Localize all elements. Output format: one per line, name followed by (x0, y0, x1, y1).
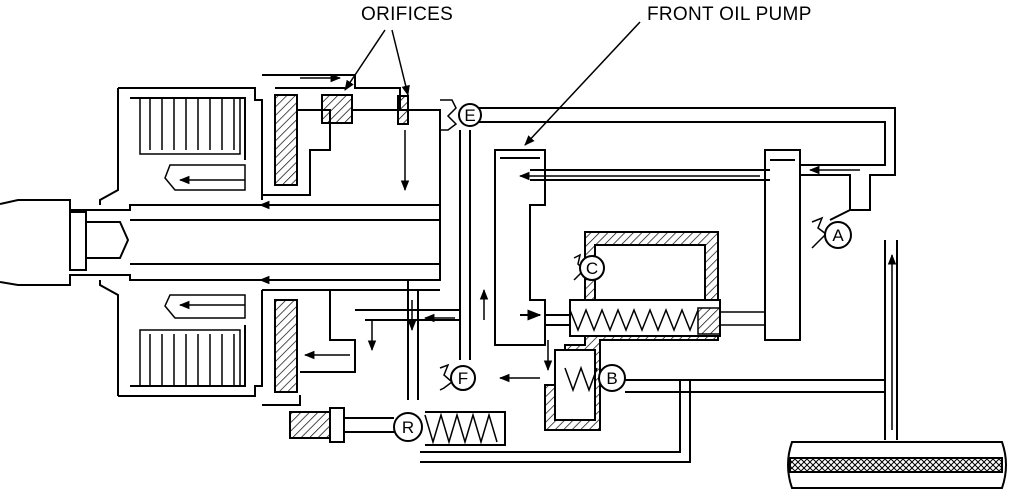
valve-label-r: R (402, 418, 414, 437)
orifices-label: ORIFICES (361, 4, 454, 25)
regulator-valve-housing (545, 232, 720, 430)
check-valve-b (565, 365, 625, 391)
valve-label-c: C (586, 259, 598, 278)
check-valve-e (440, 100, 481, 130)
clutch-plates-bottom (140, 295, 245, 386)
piston-upper (262, 75, 440, 205)
main-flow-arrows (367, 165, 897, 430)
check-valve-c (574, 255, 604, 280)
valve-label-e: E (464, 106, 475, 125)
main-fluid-passages (355, 108, 897, 462)
oil-sump-strainer (788, 442, 1006, 488)
input-shaft (0, 200, 440, 285)
front-oil-pump (495, 150, 770, 345)
front-oil-pump-pointer (524, 22, 640, 146)
relief-valve-r (344, 412, 505, 445)
pressure-regulator-body (765, 150, 880, 340)
check-valve-f (440, 365, 475, 390)
check-valve-a (812, 218, 851, 248)
orifices-pointers (345, 30, 410, 97)
piston-lower (262, 290, 440, 442)
regulator-spring (570, 308, 765, 334)
clutch-housing (100, 88, 262, 396)
valve-label-b: B (606, 369, 617, 388)
front-oil-pump-label: FRONT OIL PUMP (647, 4, 812, 25)
valve-label-f: F (458, 369, 468, 388)
valve-label-a: A (832, 226, 844, 245)
clutch-plates-top (140, 98, 245, 190)
shaft-flow-arrows (178, 73, 430, 360)
